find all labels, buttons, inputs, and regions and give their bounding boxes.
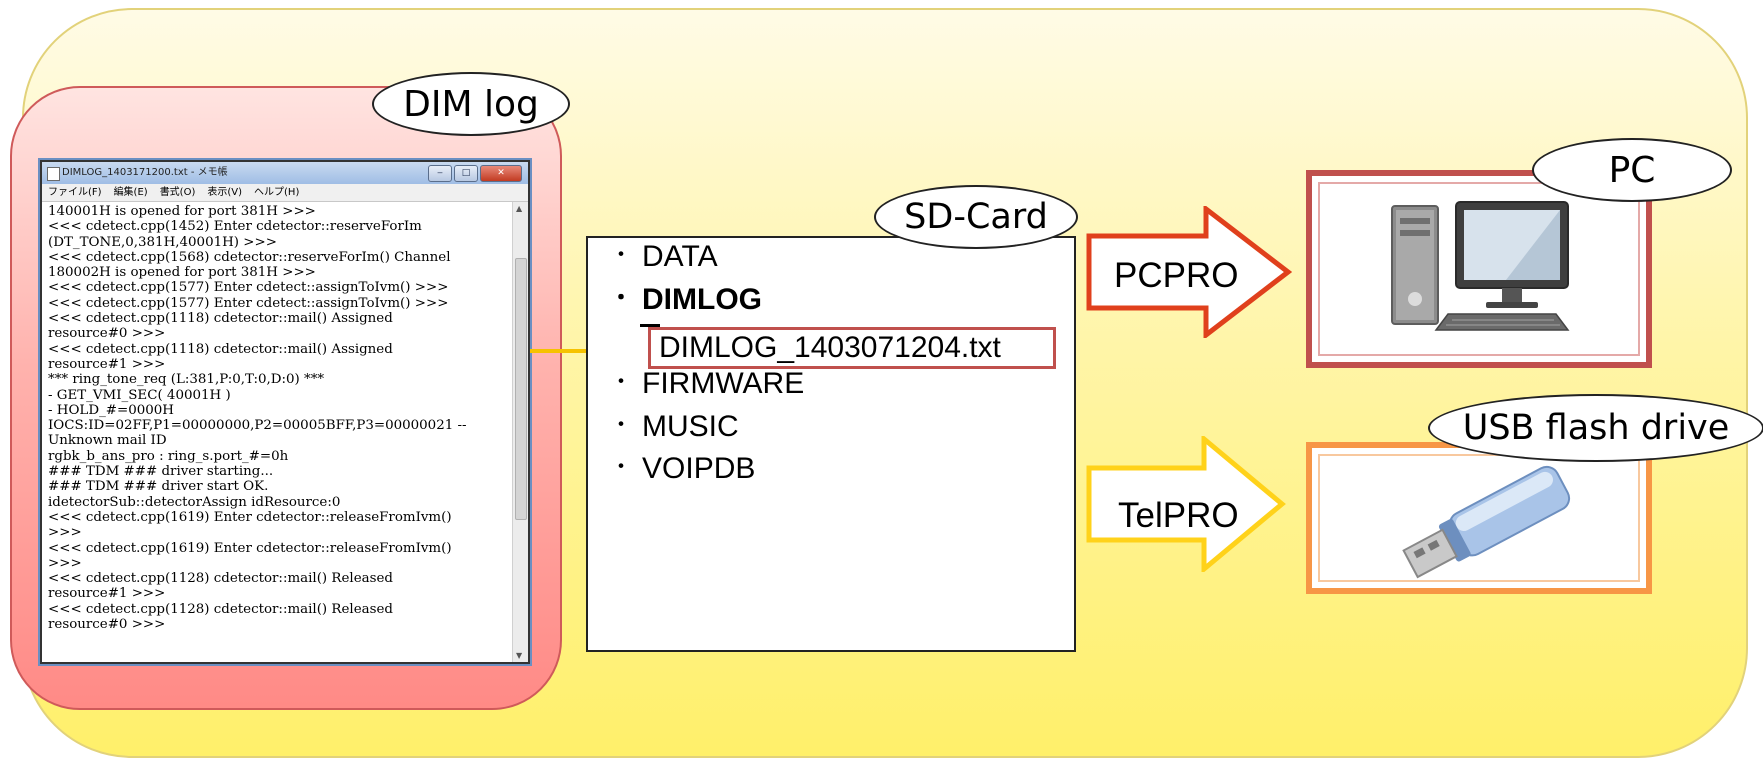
desktop-computer-icon [1391,201,1570,331]
menu-view[interactable]: 表示(V) [207,187,243,198]
log-line: <<< cdetect.cpp(1577) Enter cdetect::ass… [48,295,449,311]
log-line: 140001H is opened for port 381H >>> [48,204,316,219]
scroll-up-icon[interactable]: ▲ [516,204,523,213]
usb-flash-drive-icon [1402,465,1571,579]
log-line: 180002H is opened for port 381H >>> [48,265,316,281]
notepad-titlebar: DIMLOG_1403171200.txt - メモ帳 ‒ □ ✕ [42,162,528,184]
log-line: <<< cdetect.cpp(1577) Enter cdetect::ass… [48,280,449,296]
maximize-icon[interactable]: □ [454,165,478,182]
log-line: <<< cdetect.cpp(1619) Enter cdetector::r… [48,540,452,556]
folder-item-dimlog: ・ DIMLOG [610,283,762,317]
log-line: *** ring_tone_req (L:381,P:0,T:0,D:0) **… [48,372,325,388]
log-line: IOCS:ID=02FF,P1=00000000,P2=00005BFF,P3=… [48,418,467,434]
folder-name: MUSIC [642,410,739,443]
scroll-down-icon[interactable]: ▼ [516,651,523,660]
notepad-text-area[interactable]: 140001H is opened for port 381H >>><<< c… [42,202,512,662]
bullet: ・ [610,369,633,394]
folder-name: DATA [642,240,718,273]
usb-label: USB flash drive [1428,394,1763,462]
bullet: ・ [610,242,633,267]
telpro-arrow [1086,436,1286,572]
log-text: 140001H is opened for port 381H >>><<< c… [42,202,512,634]
log-line: resource#1 >>> [48,586,166,602]
folder-item-music: ・ MUSIC [610,410,739,444]
folder-name: DIMLOG [642,283,763,316]
sd-card-box [586,236,1076,652]
log-line: resource#0 >>> [48,326,166,342]
file-dash [640,324,660,327]
log-line: - HOLD_#=0000H [48,402,174,418]
minimize-icon[interactable]: ‒ [428,165,452,182]
bullet: ・ [610,412,633,437]
pc-frame [1306,170,1652,368]
usb-frame [1306,442,1652,594]
log-line: <<< cdetect.cpp(1619) Enter cdetector::r… [48,509,452,525]
log-line: <<< cdetect.cpp(1128) cdetector::mail() … [48,601,393,617]
pcpro-arrow [1086,206,1292,338]
log-line: Unknown mail ID [48,433,167,449]
folder-item-firmware: ・ FIRMWARE [610,367,804,401]
log-line: idetectorSub::detectorAssign idResource:… [48,494,341,510]
log-line: <<< cdetect.cpp(1128) cdetector::mail() … [48,571,393,587]
log-line: (DT_TONE,0,381H,40001H) >>> [48,234,277,250]
notepad-window: DIMLOG_1403171200.txt - メモ帳 ‒ □ ✕ ファイル(F… [40,160,530,664]
notepad-menubar: ファイル(F) 編集(E) 書式(O) 表示(V) ヘルプ(H) [42,184,528,202]
bullet: ・ [610,454,633,479]
vertical-scrollbar[interactable]: ▲ ▼ [512,202,528,662]
folder-name: VOIPDB [642,452,756,485]
notepad-icon [47,167,60,181]
log-line: <<< cdetect.cpp(1568) cdetector::reserve… [48,249,451,265]
menu-edit[interactable]: 編集(E) [113,187,148,198]
scrollbar-thumb[interactable] [515,258,527,520]
log-line: ### TDM ### driver starting... [48,464,274,480]
dim-log-label: DIM log [372,72,570,136]
log-line: ### TDM ### driver start OK. [48,479,269,495]
menu-file[interactable]: ファイル(F) [48,187,102,198]
menu-help[interactable]: ヘルプ(H) [254,187,300,198]
folder-item-data: ・ DATA [610,240,718,274]
log-line: <<< cdetect.cpp(1452) Enter cdetector::r… [48,219,422,235]
sd-card-label: SD-Card [874,185,1078,249]
pcpro-label: PCPRO [1114,256,1239,295]
close-icon[interactable]: ✕ [480,165,522,182]
log-line: - GET_VMI_SEC( 40001H ) [48,387,231,403]
dimlog-file: DIMLOG_1403071204.txt [648,327,1056,369]
notepad-title: DIMLOG_1403171200.txt - メモ帳 [62,167,228,178]
log-line: rgbk_b_ans_pro : ring_s.port_#=0h [48,448,289,464]
log-line: resource#0 >>> [48,617,166,633]
log-line: >>> [48,525,82,541]
bullet: ・ [610,285,633,310]
log-line: resource#1 >>> [48,356,166,372]
log-line: <<< cdetect.cpp(1118) cdetector::mail() … [48,341,393,357]
pc-label: PC [1532,138,1732,202]
folder-name: FIRMWARE [642,367,805,400]
telpro-label: TelPRO [1118,496,1239,535]
log-line: <<< cdetect.cpp(1118) cdetector::mail() … [48,311,393,327]
log-line: >>> [48,555,82,571]
folder-item-voipdb: ・ VOIPDB [610,452,755,486]
menu-format[interactable]: 書式(O) [159,187,196,198]
